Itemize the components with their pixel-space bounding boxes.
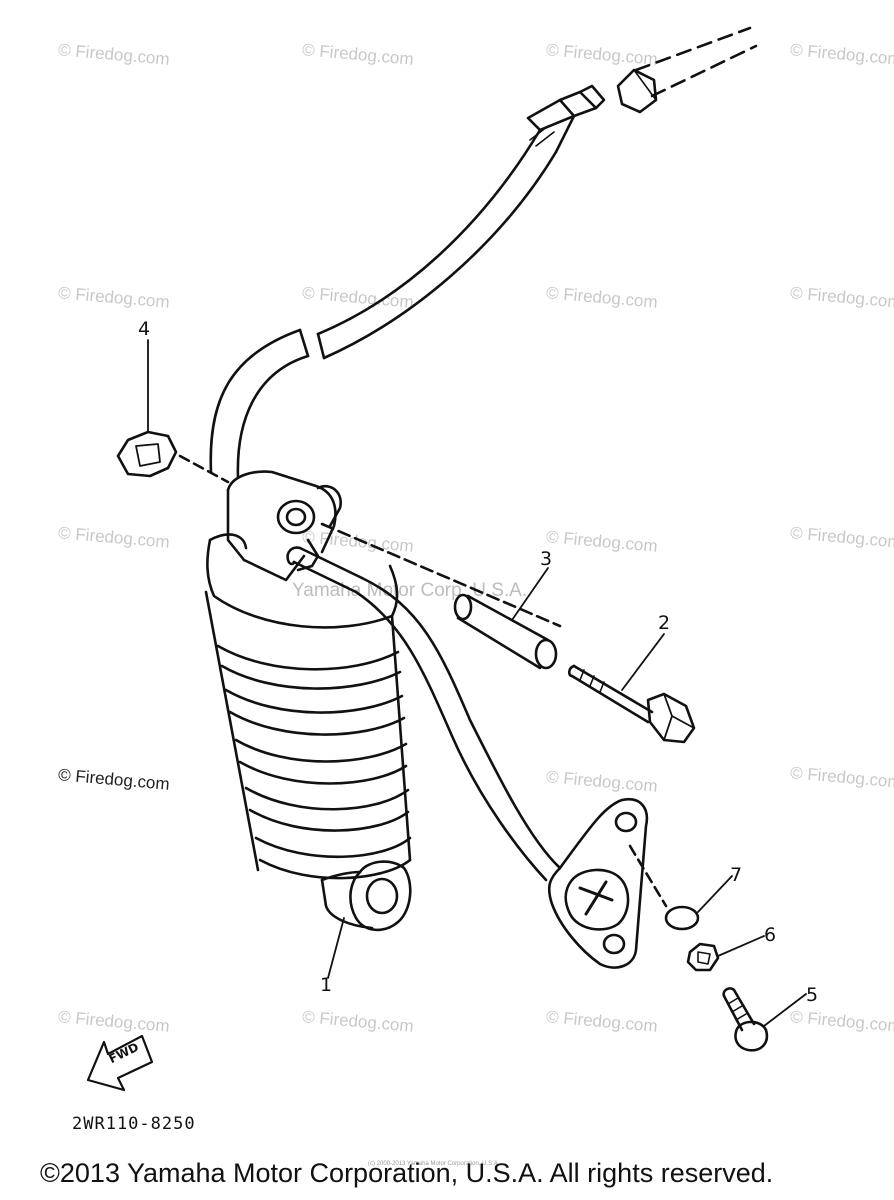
copyright-notice: ©2013 Yamaha Motor Corporation, U.S.A. A… bbox=[40, 1158, 774, 1188]
callout-4: 4 bbox=[138, 318, 151, 340]
reservoir-hose bbox=[209, 128, 558, 480]
collar-part-3 bbox=[453, 567, 558, 670]
dashed-hose bbox=[634, 26, 758, 98]
callout-5: 5 bbox=[806, 984, 819, 1006]
small-copyright: (c) 2000-2013 Yamaha Motor Corporation, … bbox=[368, 1161, 500, 1167]
screw-part-5 bbox=[722, 987, 807, 1052]
callout-7: 7 bbox=[730, 864, 743, 886]
callout-3: 3 bbox=[540, 548, 553, 570]
hose-fitting bbox=[526, 84, 606, 154]
nut-part-4 bbox=[116, 339, 230, 484]
callout-1: 1 bbox=[320, 974, 333, 996]
callout-6: 6 bbox=[764, 924, 777, 946]
mount-bracket bbox=[547, 797, 649, 969]
bolt-part-2 bbox=[567, 633, 696, 744]
shock-absorber-body bbox=[204, 470, 412, 932]
washer-axis-line bbox=[628, 844, 668, 908]
leader-part-1 bbox=[327, 917, 345, 979]
fwd-arrow-icon bbox=[86, 1034, 154, 1092]
nut-part-6 bbox=[686, 935, 765, 972]
washer-part-7 bbox=[664, 875, 733, 931]
reservoir-line bbox=[286, 538, 562, 882]
diagram-code: 2WR110-8250 bbox=[72, 1114, 196, 1134]
callout-2: 2 bbox=[658, 612, 671, 634]
hose-end-cap bbox=[616, 68, 658, 114]
